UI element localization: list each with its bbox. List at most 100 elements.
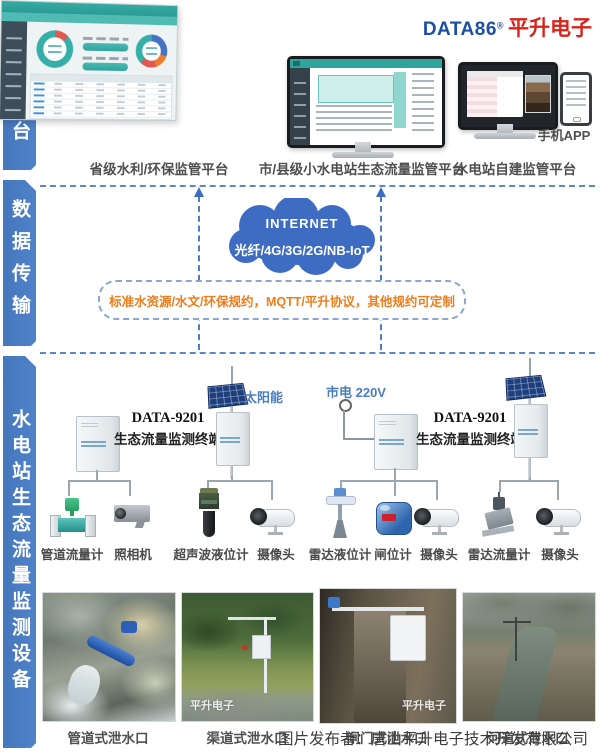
- cctv-camera-icon: [536, 505, 582, 535]
- still-camera-icon: [112, 502, 152, 530]
- photo-caption: 渠道式泄水口: [206, 731, 288, 746]
- camera-arm: [560, 525, 563, 533]
- power-wire: [343, 438, 374, 440]
- table-link-column: [33, 82, 45, 117]
- solar-panel-icon: [505, 374, 547, 401]
- cabinet-label-lines: [518, 428, 538, 437]
- gate-position-gauge-icon: [376, 502, 412, 536]
- app-window: [467, 71, 523, 117]
- text-lines: [316, 105, 392, 131]
- section-divider: [40, 352, 595, 354]
- photo-pipe: [85, 633, 137, 669]
- device-label: 摄像头: [541, 548, 579, 562]
- monitor-screen: [461, 65, 555, 127]
- content-banner: [318, 75, 394, 103]
- cctv-camera-icon: [250, 505, 296, 535]
- photo-caption: 河道式泄水口: [487, 731, 569, 746]
- radar-flowmeter-icon: [478, 492, 522, 538]
- terminal-name: 生态流量监测终端: [114, 432, 222, 447]
- connector-line: [340, 480, 438, 482]
- app-sidebar: [290, 68, 310, 145]
- site-photo-pipe-outlet: [42, 592, 176, 722]
- stat-text-lines: [82, 56, 129, 61]
- camera-lens: [250, 508, 267, 525]
- power-wire: [343, 410, 345, 438]
- camera-foot: [432, 532, 447, 535]
- device-label: 闸位计: [374, 548, 412, 562]
- photo-instrument-arm: [332, 607, 424, 611]
- cabinet-vent: [379, 421, 396, 428]
- antenna: [231, 366, 233, 386]
- photo-watermark: 平升电子: [190, 700, 234, 712]
- flowmeter-antenna: [498, 492, 500, 498]
- connector-line: [231, 476, 233, 482]
- photo-instrument-box: [252, 635, 271, 659]
- connector-line: [499, 482, 501, 492]
- radar-level-gauge-icon: [326, 488, 356, 540]
- up-arrow-icon: [376, 187, 386, 197]
- site-photo-gate-outlet: 平升电子: [319, 588, 457, 724]
- camera-arm: [438, 525, 441, 533]
- cloud-title: INTERNET: [265, 216, 339, 231]
- cabinet-label-lines: [379, 439, 405, 448]
- connector-line: [394, 468, 396, 496]
- camera-lens: [115, 508, 126, 519]
- photo-red-flag: [242, 645, 248, 650]
- cabinet-label-lines: [81, 441, 107, 450]
- photo-water-jet: [63, 661, 105, 709]
- flowmeter-neck: [70, 510, 74, 516]
- connector-line: [68, 480, 131, 482]
- pole-terminal-cabinet: [514, 404, 548, 458]
- terminal-name: 生态流量监测终端: [416, 432, 524, 447]
- photo-valve: [121, 621, 137, 633]
- pipe-flowmeter-icon: [50, 498, 96, 540]
- monitor-stand-neck: [497, 124, 513, 135]
- donut-center: [43, 36, 67, 62]
- internet-cloud-icon: [229, 198, 375, 275]
- flowmeter-plate: [481, 525, 515, 537]
- cabinet-vent: [81, 423, 98, 430]
- device-label: 照相机: [114, 548, 152, 562]
- text-lines: [412, 73, 434, 131]
- site-photo-thumbnail: [525, 75, 551, 113]
- flowmeter-head: [493, 497, 505, 510]
- camera-lens: [414, 508, 431, 525]
- camera-mount: [134, 521, 146, 528]
- app-title-bar: [290, 59, 442, 68]
- terminal-cabinet: [374, 414, 418, 470]
- camera-arm: [274, 525, 277, 533]
- platform-caption-self-built: 水电站自建监管平台: [454, 162, 577, 177]
- progress-bar: [82, 42, 129, 52]
- section-tab-label: 水电站生态流量监测设备: [9, 409, 30, 695]
- photo-river: [490, 627, 560, 721]
- connector-line: [129, 482, 131, 496]
- monitor-screen: [290, 59, 442, 145]
- camera-lens: [536, 508, 553, 525]
- terminal-model: DATA-9201: [433, 410, 507, 426]
- camera-foot: [268, 532, 283, 535]
- data-table: [29, 73, 173, 121]
- device-label: 超声波液位计: [173, 548, 249, 562]
- device-label: 摄像头: [420, 548, 458, 562]
- sensor-body: [203, 511, 215, 537]
- site-photo-river-outlet: [462, 592, 596, 722]
- section-tab-monitoring-equipment: 水电站生态流量监测设备: [3, 356, 36, 748]
- terminal-model: DATA-9201: [131, 410, 205, 426]
- monitor-stand-base: [474, 133, 536, 139]
- table-cells: [53, 82, 168, 118]
- connector-line: [271, 482, 273, 500]
- connector-line: [499, 480, 559, 482]
- monitor-self-built-platform: [458, 62, 558, 130]
- antenna: [529, 358, 531, 378]
- sensor-cap: [200, 488, 218, 494]
- photo-caption: 管道式泄水口: [67, 731, 149, 746]
- gauge-cap: [334, 488, 346, 496]
- ultrasonic-level-sensor-icon: [198, 488, 220, 540]
- uplink-dashed-line: [380, 196, 382, 350]
- cloud-subtitle: 光纤/4G/3G/2G/NB-IoT: [234, 243, 370, 258]
- cctv-camera-icon: [414, 505, 460, 535]
- device-label: 管道流量计: [40, 548, 104, 562]
- monitor-stand-neck: [355, 142, 371, 153]
- dashboard-screenshot-provincial: [0, 0, 179, 122]
